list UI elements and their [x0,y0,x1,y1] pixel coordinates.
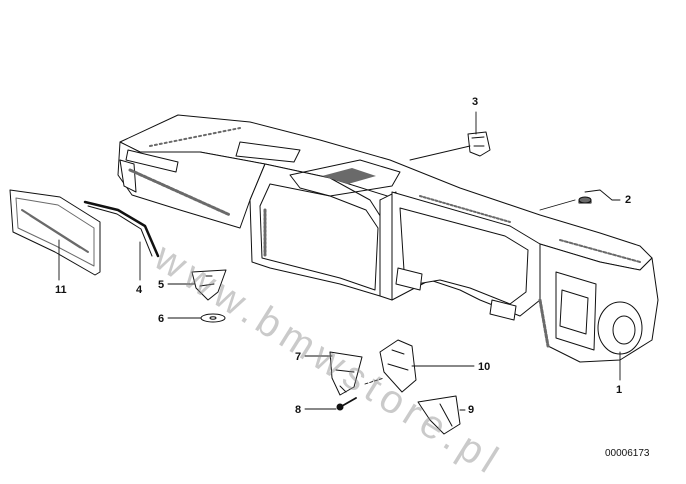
bracket-part-5 [191,269,227,301]
bracket-part-10 [379,339,417,393]
callout-2: 2 [625,194,632,206]
callout-6: 6 [158,313,165,325]
callout-7: 7 [295,351,302,363]
callout-1: 1 [616,384,623,396]
nut-part-2 [578,196,592,204]
callout-11: 11 [55,284,67,296]
leader-lines [58,111,621,411]
cover-glass-part-11 [9,189,101,276]
screw-part-8 [336,397,357,411]
callout-8: 8 [295,404,302,416]
callout-10: 10 [478,361,491,373]
bracket-part-9 [417,395,461,435]
callout-5: 5 [158,279,165,291]
callout-4: 4 [136,284,143,296]
document-number: 00006173 [605,448,650,459]
callout-3: 3 [472,96,479,108]
clip-part-3 [467,131,491,157]
trim-strip-part-4 [83,200,160,258]
dashboard-trim-panel [117,114,659,363]
callout-9: 9 [468,404,475,416]
bracket-part-7 [329,351,363,396]
